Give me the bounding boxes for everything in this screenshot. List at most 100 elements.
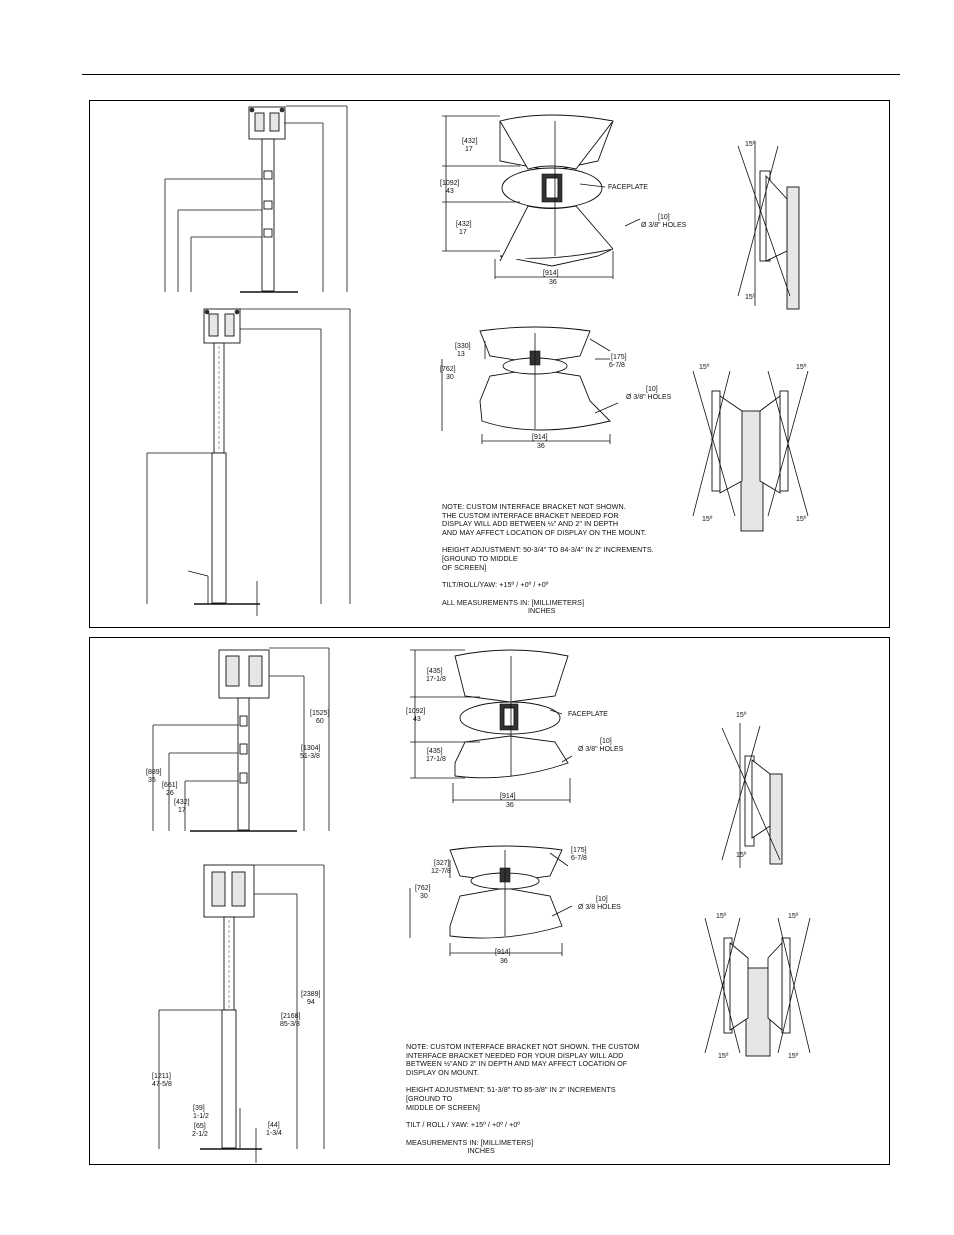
holes-label: Ø 3/8" HOLES <box>626 394 672 401</box>
angle-label: 15º <box>796 364 807 371</box>
dim-label: 6-7/8 <box>571 855 587 862</box>
dim-label: [432] <box>456 221 472 228</box>
note-line: HEIGHT ADJUSTMENT: 50-3/4" TO 84-3/4" IN… <box>442 545 654 555</box>
note-line: DISPLAY ON MOUNT. <box>406 1067 479 1077</box>
dim-label: [175] <box>571 847 587 854</box>
dim-label: [914] <box>495 949 511 956</box>
dim-label: [1092] <box>406 708 426 715</box>
bottom-panel-drawing: [1525] 60 [1304] 51-3/8 [889] 35 [661] 2… <box>146 647 811 1163</box>
angle-label: 15º <box>702 516 713 523</box>
dim-label: [914] <box>543 270 559 277</box>
note-line: AND MAY AFFECT LOCATION OF DISPLAY ON TH… <box>442 527 647 537</box>
tilt-side-view <box>737 141 800 310</box>
note-line: INTERFACE BRACKET NEEDED FOR YOUR DISPLA… <box>406 1050 624 1060</box>
dim-label: [435] <box>427 748 443 755</box>
note-line: INCHES <box>442 606 556 616</box>
dim-label: [2389] <box>301 991 321 998</box>
dim-label: 36 <box>537 443 545 450</box>
angle-label: 15º <box>796 516 807 523</box>
dim-label: [661] <box>162 782 178 789</box>
tilt-side-view <box>721 723 783 868</box>
top-panel-notes: NOTE: CUSTOM INTERFACE BRACKET NOT SHOWN… <box>442 502 654 616</box>
dim-label: 17-1/8 <box>426 756 446 763</box>
dim-label: [914] <box>500 793 516 800</box>
dim-label: 13 <box>457 351 465 358</box>
dim-label: [2168] <box>281 1013 301 1020</box>
note-line: MIDDLE OF SCREEN] <box>406 1102 480 1112</box>
dim-label: 30 <box>446 374 454 381</box>
note-line: TILT/ROLL/YAW: +15º / +0º / +0º <box>442 580 549 590</box>
dim-label: 1-3/4 <box>266 1130 282 1137</box>
dim-label: 12-7/8 <box>431 868 451 875</box>
stand-front-view-short <box>152 647 330 832</box>
dim-label: [435] <box>427 668 443 675</box>
mounting-plate-bottom-view <box>409 845 573 956</box>
page-header-rule <box>82 74 900 75</box>
dim-label: 36 <box>549 279 557 286</box>
holes-label: [10] <box>596 896 608 903</box>
holes-label: [10] <box>658 214 670 221</box>
dim-label: [762] <box>415 885 431 892</box>
angle-label: 15º <box>745 294 756 301</box>
top-panel-drawing: [432] 17 [1092] 43 [432] 17 [914] 36 FAC… <box>146 105 809 616</box>
dim-label: 17-1/8 <box>426 676 446 683</box>
note-line: OF SCREEN] <box>442 562 487 572</box>
angle-label: 15º <box>788 1053 799 1060</box>
dim-label: 35 <box>148 777 156 784</box>
dim-label: 85-3/8 <box>280 1021 300 1028</box>
dim-label: [1525] <box>310 710 330 717</box>
holes-label: Ø 3/8" HOLES <box>641 222 687 229</box>
mounting-plate-bottom-view <box>441 326 619 444</box>
dim-label: [432] <box>462 138 478 145</box>
holes-label: [10] <box>600 738 612 745</box>
holes-label: Ø 3/8" HOLES <box>578 746 624 753</box>
top-drawing-panel: [432] 17 [1092] 43 [432] 17 [914] 36 FAC… <box>89 100 890 628</box>
note-line: ALL MEASUREMENTS IN: [MILLIMETERS] <box>442 597 585 607</box>
dim-label: 43 <box>446 188 454 195</box>
faceplate-label: FACEPLATE <box>608 184 648 191</box>
angle-label: 15º <box>718 1053 729 1060</box>
dim-label: 1-1/2 <box>193 1113 209 1120</box>
dim-label: [327] <box>434 860 450 867</box>
dim-label: 6-7/8 <box>609 362 625 369</box>
angle-label: 15º <box>716 913 727 920</box>
angle-label: 15º <box>736 852 747 859</box>
dim-label: 60 <box>316 718 324 725</box>
dim-label: 2-1/2 <box>192 1131 208 1138</box>
dim-label: 30 <box>420 893 428 900</box>
angle-label: 15º <box>745 141 756 148</box>
dim-label: 26 <box>166 790 174 797</box>
tilt-double-view <box>704 917 811 1057</box>
dim-label: [1211] <box>152 1073 171 1080</box>
dim-label: [762] <box>440 366 456 373</box>
dim-label: [175] <box>611 354 627 361</box>
bottom-panel-notes: NOTE: CUSTOM INTERFACE BRACKET NOT SHOWN… <box>406 1042 640 1156</box>
dim-label: 47-5/8 <box>152 1081 172 1088</box>
note-line: INCHES <box>406 1146 495 1156</box>
dim-label: 17 <box>465 146 473 153</box>
stand-front-view-tall <box>146 308 351 616</box>
dim-label: 17 <box>459 229 467 236</box>
note-line: MEASUREMENTS IN: [MILLIMETERS] <box>406 1137 534 1147</box>
note-line: [GROUND TO MIDDLE <box>442 553 518 563</box>
note-line: BETWEEN ½"AND 2" IN DEPTH AND MAY AFFECT… <box>406 1059 628 1069</box>
holes-label: [10] <box>646 386 658 393</box>
dim-label: 94 <box>307 999 315 1006</box>
dim-label: 43 <box>413 716 421 723</box>
note-line: NOTE: CUSTOM INTERFACE BRACKET NOT SHOWN… <box>442 502 626 511</box>
dim-label: [1304] <box>301 745 321 752</box>
dim-label: 17 <box>178 807 186 814</box>
dim-label: [914] <box>532 434 548 441</box>
bottom-drawing-panel: [1525] 60 [1304] 51-3/8 [889] 35 [661] 2… <box>89 637 890 1165</box>
faceplate-label: FACEPLATE <box>568 711 608 718</box>
stand-front-view-tall <box>158 864 325 1163</box>
angle-label: 15º <box>699 364 710 371</box>
dim-label: [889] <box>146 769 162 776</box>
dim-label: [39] <box>193 1105 205 1112</box>
dim-label: [432] <box>174 799 190 806</box>
stand-front-view-short <box>164 105 348 293</box>
dim-label: [330] <box>455 343 471 350</box>
note-line: HEIGHT ADJUSTMENT: 51-3/8" TO 85-3/8" IN… <box>406 1085 616 1095</box>
mounting-plate-top-view <box>442 114 641 279</box>
angle-label: 15º <box>788 913 799 920</box>
